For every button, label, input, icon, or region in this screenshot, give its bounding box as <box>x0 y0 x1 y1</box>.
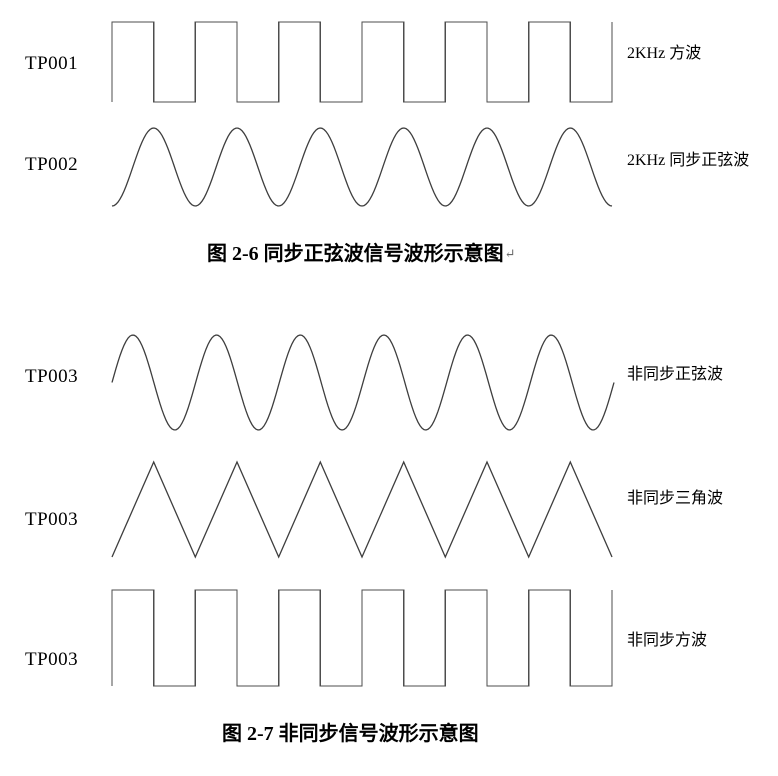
wave-type-label-async-triangle: 非同步三角波 <box>627 490 724 507</box>
wave-type-label-square-2khz: 2KHz 方波 <box>627 45 702 62</box>
figure-caption-2-6-text: 图 2-6 同步正弦波信号波形示意图 <box>207 243 504 265</box>
figure-caption-2-6: 图 2-6 同步正弦波信号波形示意图↵ <box>207 243 516 265</box>
waveform-sine-tp003 <box>111 334 615 431</box>
wave-type-label-async-square: 非同步方波 <box>627 632 708 649</box>
waveform-square-tp003 <box>111 589 613 687</box>
test-point-label-tp003-sine: TP003 <box>25 366 79 387</box>
waveform-triangle-tp003 <box>111 460 613 559</box>
paragraph-return-mark: ↵ <box>504 246 516 261</box>
test-point-label-tp001: TP001 <box>25 53 79 74</box>
waveform-square-tp001 <box>111 21 613 103</box>
wave-type-label-async-sine: 非同步正弦波 <box>627 366 724 383</box>
figure-caption-2-7: 图 2-7 非同步信号波形示意图 <box>222 723 479 745</box>
test-point-label-tp002: TP002 <box>25 154 79 175</box>
waveform-sine-tp002 <box>111 127 613 207</box>
test-point-label-tp003-square: TP003 <box>25 649 79 670</box>
wave-type-label-sync-sine: 2KHz 同步正弦波 <box>627 152 750 169</box>
test-point-label-tp003-triangle: TP003 <box>25 509 79 530</box>
